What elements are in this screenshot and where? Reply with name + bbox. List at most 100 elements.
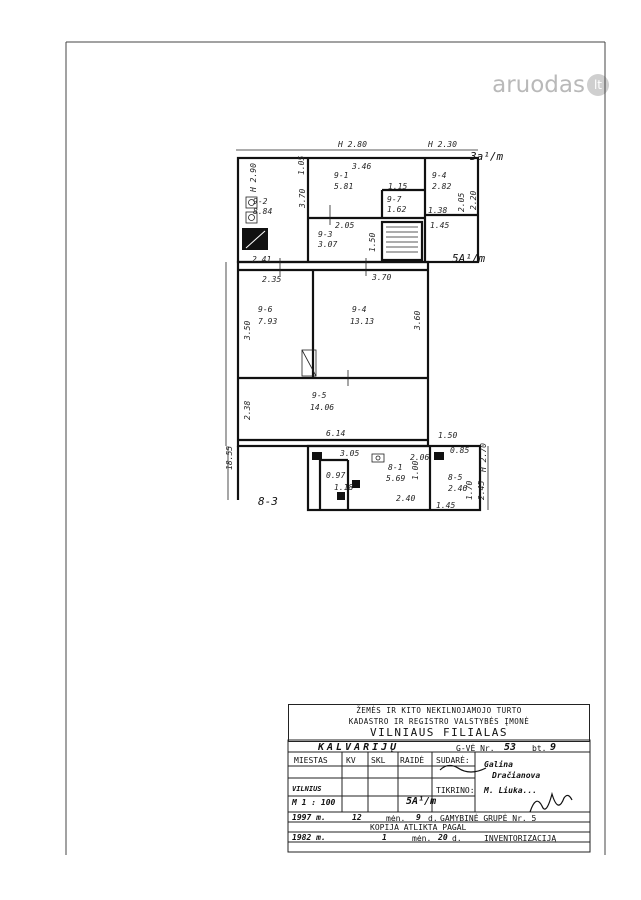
copy-day: 20 [438,833,448,842]
room-area: 14.06 [310,403,334,412]
dim-label: 1.45 [436,501,455,510]
room-id: 9-7 [387,195,402,204]
room-area: 13.13 [350,317,374,326]
inventorization: INVENTORIZACIJĄ [484,834,557,843]
copy-year: 1982 m. [292,833,326,842]
scale: M 1 : 100 [292,798,336,807]
room-id: 9-4 [432,171,447,180]
dim-label: 1.50 [438,431,457,440]
sudare-name2: Dračianova [492,771,541,780]
date-men: mėn. [386,814,406,823]
section-label: 8-3 [258,495,278,508]
dim-label: H 2.90 [249,163,258,193]
floor-label-top: 3a¹/m [469,150,503,163]
dim-label: 3.46 [351,162,371,171]
gve-number: 53 [504,742,517,753]
dim-label: 1.15 [388,182,407,191]
gve-label: G-VĖ Nr. [456,744,495,753]
dim-label: 1.45 [430,221,449,230]
date-d: d. [428,814,438,823]
dim-label: 1.05 [297,156,306,175]
room-area: 8.84 [253,207,272,216]
dim-label: 3.05 [339,449,359,458]
col-sudare: SUDARĖ: [436,756,470,765]
dim-label: 2.05 [457,193,466,212]
production-group: GAMYBINĖ GRUPĖ Nr. 5 [440,814,537,823]
room-area: 5.81 [334,182,353,191]
date-day: 9 [416,813,421,822]
city-name: VILNIUS [292,785,322,793]
dim-label: 3.70 [371,273,391,282]
tikrino-label: TIKRINO: [436,786,475,795]
col-skl: SKL [371,756,386,765]
floor-label-right: 5A¹/m [452,252,485,265]
copy-d: d. [452,834,462,843]
room-id: 9-5 [312,391,327,400]
dim-label: 0.97 [326,471,345,480]
title-block-stamp: ŽEMĖS IR KITO NEKILNOJAMOJO TURTO KADAST… [288,704,590,852]
room-id: 9-4 [352,305,367,314]
watermark-brand: aruodas [492,72,585,98]
bt-number: 9 [550,742,557,753]
dim-label: 2.38 [243,401,252,420]
dim-label: 2.20 [469,191,478,210]
sudare-name1: Galina [484,760,513,769]
stamp-header-line3: VILNIAUS FILIALAS [369,726,509,739]
room-id: 8-1 [388,463,402,472]
copy-made: KOPIJA ATLIKTA PAGAL [370,823,467,832]
dim-label: 1.70 [465,481,474,500]
room-id: 8-5 [448,473,463,482]
dim-h280: H 2.80 [337,140,367,149]
room-id: 9-1 [334,171,348,180]
stamp-floor: 5A¹/m [406,796,437,807]
dim-label: 1.50 [368,233,377,252]
room-id: 9-6 [258,305,273,314]
fixture-highlight [245,230,266,249]
col-kv: KV [346,756,356,765]
dim-label: 3.70 [298,189,307,209]
stamp-grid [287,739,591,853]
dim-label: 2.05 [335,221,354,230]
copy-men: mėn. [412,834,432,843]
dim-label: 2.45 [477,481,486,500]
stamp-signatures [439,764,573,813]
room-area: 3.07 [317,240,337,249]
dim-label: 2.35 [262,275,281,284]
dim-label: H 2.70 [479,443,488,473]
stamp-header: ŽEMĖS IR KITO NEKILNOJAMOJO TURTO KADAST… [288,704,590,742]
room-area: 7.93 [258,317,277,326]
dim-label: 1.38 [428,206,447,215]
room-area: 1.18 [334,483,353,492]
dimension-labels: 3.46 1.15 1.45 2.05 1.38 2.41 2.35 3.70 … [225,156,488,510]
page-frame [65,41,606,855]
date-month: 12 [352,813,362,822]
plan-walls [236,156,482,512]
dim-label: 0.85 [450,446,469,455]
col-miestas: MIESTAS [294,756,328,765]
dim-label: 3.60 [413,311,422,331]
bt-label: bt. [532,744,547,753]
col-raide: RAIDĖ [400,756,425,765]
dim-label: 2.06 [410,453,429,462]
street-name: KALVARIJŲ [318,742,400,753]
date-year: 1997 m. [292,813,326,822]
dim-label: 3.50 [243,321,252,341]
room-id: 9-2 [253,197,268,206]
dim-label: 18.55 [225,446,234,470]
dim-h230: H 2.30 [427,140,457,149]
room-area: 1.62 [387,205,406,214]
dim-label: 1.00 [411,461,420,480]
stamp-header-line2: KADASTRO IR REGISTRO VALSTYBĖS ĮMONĖ [348,717,530,726]
room-area: 2.82 [432,182,451,191]
dim-label: 2.40 [396,494,415,503]
plan-details [225,149,489,510]
copy-month: 1 [382,833,387,842]
stamp-header-line1: ŽEMĖS IR KITO NEKILNOJAMOJO TURTO [356,706,522,715]
watermark-accent: lt [587,74,609,96]
aruodas-watermark: aruodas lt [492,72,609,98]
room-area: 5.69 [386,474,405,483]
room-id: 9-3 [318,230,333,239]
dim-label: 6.14 [326,429,345,438]
dim-label: 2.41 [252,255,271,264]
